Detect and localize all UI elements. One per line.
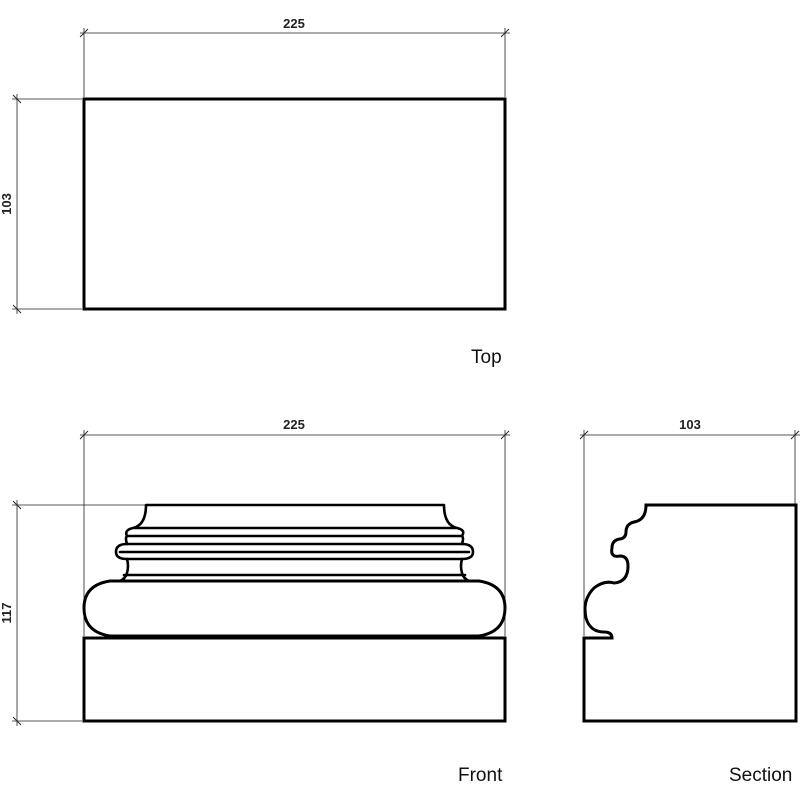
front-cyma xyxy=(124,503,465,538)
front-astragal xyxy=(114,542,475,561)
top-outline xyxy=(82,97,507,311)
top-view-label: Top xyxy=(471,347,502,368)
top-view: 225 103 Top xyxy=(0,16,510,368)
section-profile xyxy=(582,503,798,723)
top-depth-label: 103 xyxy=(0,193,14,215)
front-width-label: 225 xyxy=(283,417,305,432)
section-view-label: Section xyxy=(729,765,792,786)
front-height-label: 117 xyxy=(0,603,14,624)
top-width-label: 225 xyxy=(283,16,305,31)
front-view: 225 117 Front xyxy=(0,417,510,786)
front-lower-fillet xyxy=(118,557,471,583)
top-depth-dimension: 103 xyxy=(0,94,82,314)
front-torus xyxy=(82,579,507,638)
front-view-label: Front xyxy=(458,765,503,786)
section-view: 103 Section xyxy=(579,417,800,786)
section-depth-label: 103 xyxy=(679,417,701,432)
top-width-dimension: 225 xyxy=(79,16,510,97)
section-depth-dimension: 103 xyxy=(579,417,800,636)
front-plinth xyxy=(82,636,507,723)
front-height-dimension: 117 xyxy=(0,500,146,726)
